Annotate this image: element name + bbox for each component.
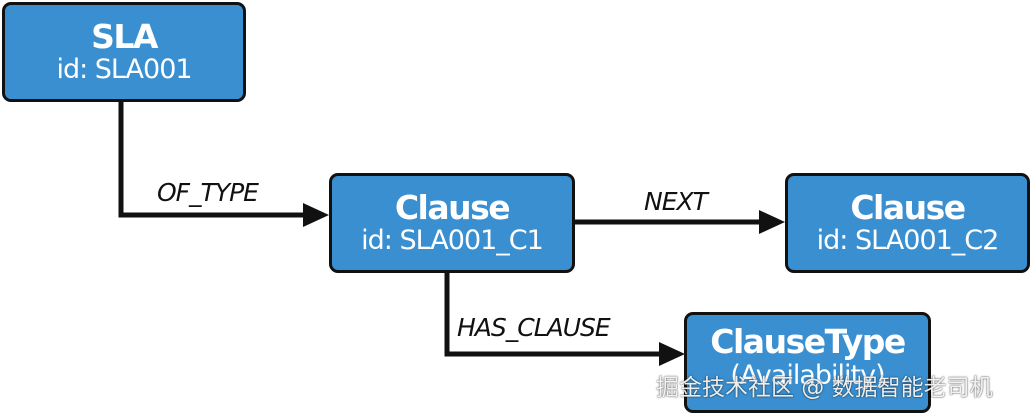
watermark-text: 掘金技术社区 @ 数据智能老司机 [656, 375, 993, 401]
edge-label-next: NEXT [644, 187, 708, 216]
node-clausetype-title: ClauseType [710, 322, 906, 361]
edge-label-has-clause: HAS_CLAUSE [457, 313, 611, 342]
node-clause-1: Clause id: SLA001_C1 [329, 173, 575, 273]
node-clause-1-id: id: SLA001_C1 [361, 225, 544, 257]
edge-of-type-arrowhead [303, 203, 329, 227]
node-sla-id: id: SLA001 [56, 54, 192, 86]
edge-next-arrowhead [759, 210, 785, 234]
edge-has-clause-arrowhead [659, 342, 685, 366]
edge-of-type-line [118, 102, 305, 218]
node-clause-2-title: Clause [850, 187, 966, 227]
edge-has-clause-line [444, 273, 661, 357]
node-clause-1-title: Clause [394, 187, 511, 227]
node-clause-2-id: id: SLA001_C2 [816, 225, 1000, 257]
node-clausetype-sub: (Availability) [730, 359, 885, 391]
edge-label-of-type: OF_TYPE [157, 178, 259, 207]
node-sla-title: SLA [91, 16, 158, 56]
node-sla: SLA id: SLA001 [2, 2, 246, 102]
node-clausetype: ClauseType (Availability) [684, 312, 931, 413]
node-clause-2: Clause id: SLA001_C2 [785, 173, 1030, 273]
